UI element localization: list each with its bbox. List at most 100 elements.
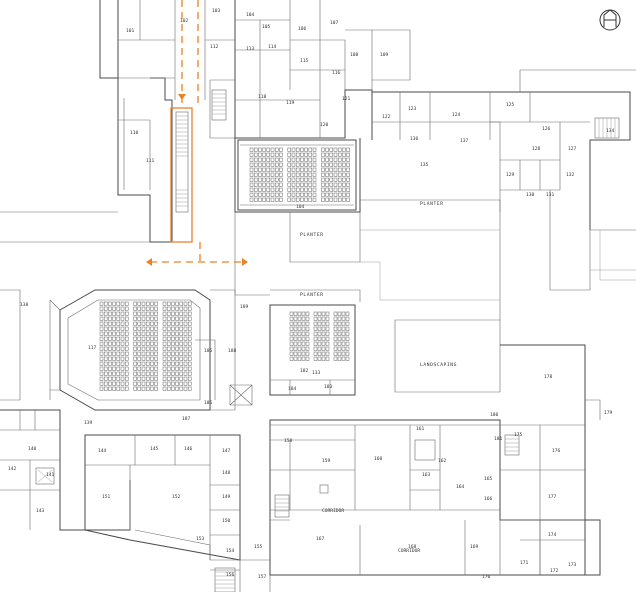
seat: [162, 326, 167, 331]
seat: [124, 356, 129, 361]
seat: [124, 326, 129, 331]
seat: [183, 341, 188, 346]
seat: [325, 321, 330, 326]
seat: [154, 301, 158, 306]
seat: [116, 321, 121, 326]
seat: [300, 157, 304, 162]
seat: [301, 341, 306, 346]
room-number: 130: [526, 192, 535, 198]
seat: [166, 386, 171, 391]
seat: [321, 187, 325, 192]
seat: [305, 341, 310, 346]
room-number: 137: [460, 138, 469, 144]
room-number: 119: [286, 100, 295, 106]
seat: [329, 162, 334, 167]
seat: [171, 381, 175, 386]
seat: [171, 316, 175, 321]
seat: [337, 311, 342, 316]
seat: [300, 162, 304, 167]
seat: [145, 351, 150, 356]
seat: [287, 192, 292, 197]
seat: [337, 162, 342, 167]
room-number: 142: [8, 466, 17, 472]
seat: [266, 152, 271, 157]
seat: [103, 341, 108, 346]
seat: [141, 321, 146, 326]
seat: [325, 187, 329, 192]
seat: [279, 192, 283, 197]
seat: [154, 381, 158, 386]
seat: [145, 371, 150, 376]
seat: [289, 326, 294, 331]
seat: [317, 336, 322, 341]
seat: [154, 331, 158, 336]
seat: [253, 167, 258, 172]
seat: [291, 182, 296, 187]
seat: [187, 316, 192, 321]
room-number: 131: [546, 192, 555, 198]
seat: [258, 192, 262, 197]
seat: [293, 326, 298, 331]
seat: [313, 351, 318, 356]
seat: [341, 351, 346, 356]
seat: [333, 172, 338, 177]
seat: [304, 192, 308, 197]
seat: [293, 341, 298, 346]
seat: [150, 381, 154, 386]
seat: [253, 172, 258, 177]
seat: [141, 351, 146, 356]
room-number: 138: [20, 302, 29, 308]
seat: [317, 321, 322, 326]
seat: [317, 326, 322, 331]
room-number: 112: [210, 44, 219, 50]
seat: [183, 336, 188, 341]
seat: [112, 376, 116, 381]
room-number: 115: [300, 58, 309, 64]
seat: [258, 182, 262, 187]
seat: [150, 386, 154, 391]
seat: [274, 192, 279, 197]
seat: [108, 386, 112, 391]
seat: [329, 147, 334, 152]
seat: [187, 311, 192, 316]
seat: [162, 311, 167, 316]
seat: [274, 187, 279, 192]
seat: [99, 386, 104, 391]
room-number: 143: [36, 508, 45, 514]
seat: [291, 152, 296, 157]
seat: [150, 356, 154, 361]
seat: [333, 356, 338, 361]
seat: [99, 356, 104, 361]
seat: [154, 386, 158, 391]
seat: [337, 152, 342, 157]
seat: [321, 351, 326, 356]
seat: [262, 162, 266, 167]
seat: [270, 157, 275, 162]
seat: [300, 192, 304, 197]
seat: [341, 336, 346, 341]
seat: [183, 361, 188, 366]
seat: [183, 386, 188, 391]
seat: [187, 336, 192, 341]
seat: [124, 341, 129, 346]
seat: [287, 167, 292, 172]
seat: [154, 341, 158, 346]
seat: [249, 147, 254, 152]
seat: [333, 326, 338, 331]
seat: [112, 381, 116, 386]
seat: [133, 356, 137, 361]
seat: [297, 346, 302, 351]
seat: [137, 386, 142, 391]
seat: [179, 376, 184, 381]
seat: [341, 316, 346, 321]
lecture-a-number: 133: [312, 370, 321, 376]
seat: [162, 386, 167, 391]
seat: [171, 341, 175, 346]
seat: [108, 346, 112, 351]
seat: [333, 147, 338, 152]
seat: [141, 346, 146, 351]
room-number: 183: [324, 384, 333, 390]
seat: [120, 341, 125, 346]
seat: [313, 346, 318, 351]
